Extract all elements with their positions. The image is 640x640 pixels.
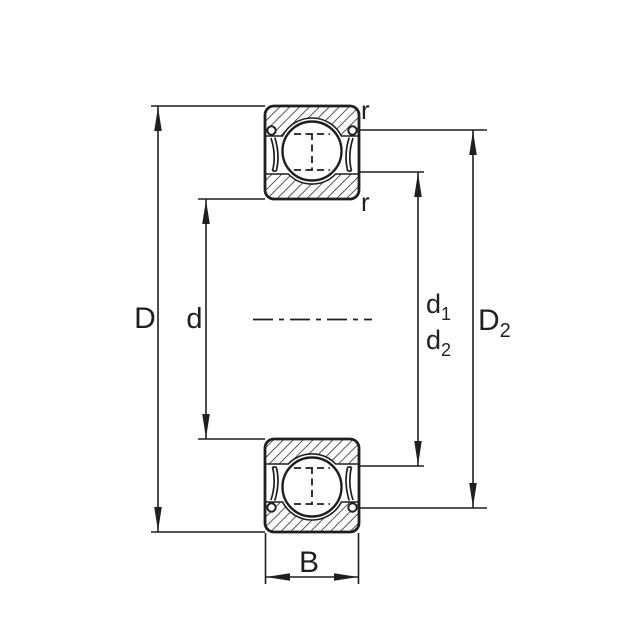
label-d: d (186, 303, 202, 335)
label-d1: d1 (426, 289, 451, 324)
bearing-outline (263, 437, 361, 534)
label-D2: D2 (478, 304, 511, 342)
arrowhead-down (414, 441, 422, 465)
ball (281, 456, 343, 518)
dimension-B (264, 533, 360, 584)
label-D: D (134, 302, 156, 335)
dimension-D (151, 105, 265, 533)
bearing-cross-section-bottom (263, 437, 361, 534)
arrowhead-down (469, 483, 477, 507)
label-r-inner: r (361, 187, 370, 217)
ball-center-dashes (294, 467, 330, 505)
inner-ring-hatched (265, 173, 359, 199)
label-B: B (299, 546, 319, 579)
dimension-d (198, 198, 265, 440)
arrowhead-up (414, 173, 422, 197)
inner-ring-hatched (265, 439, 359, 465)
label-d2: d2 (426, 325, 451, 360)
ball-center-dashes (294, 133, 330, 171)
bearing-cross-section-top (263, 104, 361, 201)
label-r-outer: r (361, 95, 370, 125)
outer-ring-hatched (265, 501, 359, 532)
arrowhead-down (202, 414, 210, 438)
arrowhead-left (266, 573, 290, 581)
arrowhead-up (202, 200, 210, 224)
dimension-D2 (359, 129, 487, 509)
arrowhead-up (154, 107, 162, 131)
arrowhead-up (469, 131, 477, 155)
bearing-outline (263, 104, 361, 201)
arrowhead-right (334, 573, 358, 581)
dimension-d1-d2 (359, 171, 424, 467)
outer-ring-hatched (265, 106, 359, 137)
arrowhead-down (154, 507, 162, 531)
